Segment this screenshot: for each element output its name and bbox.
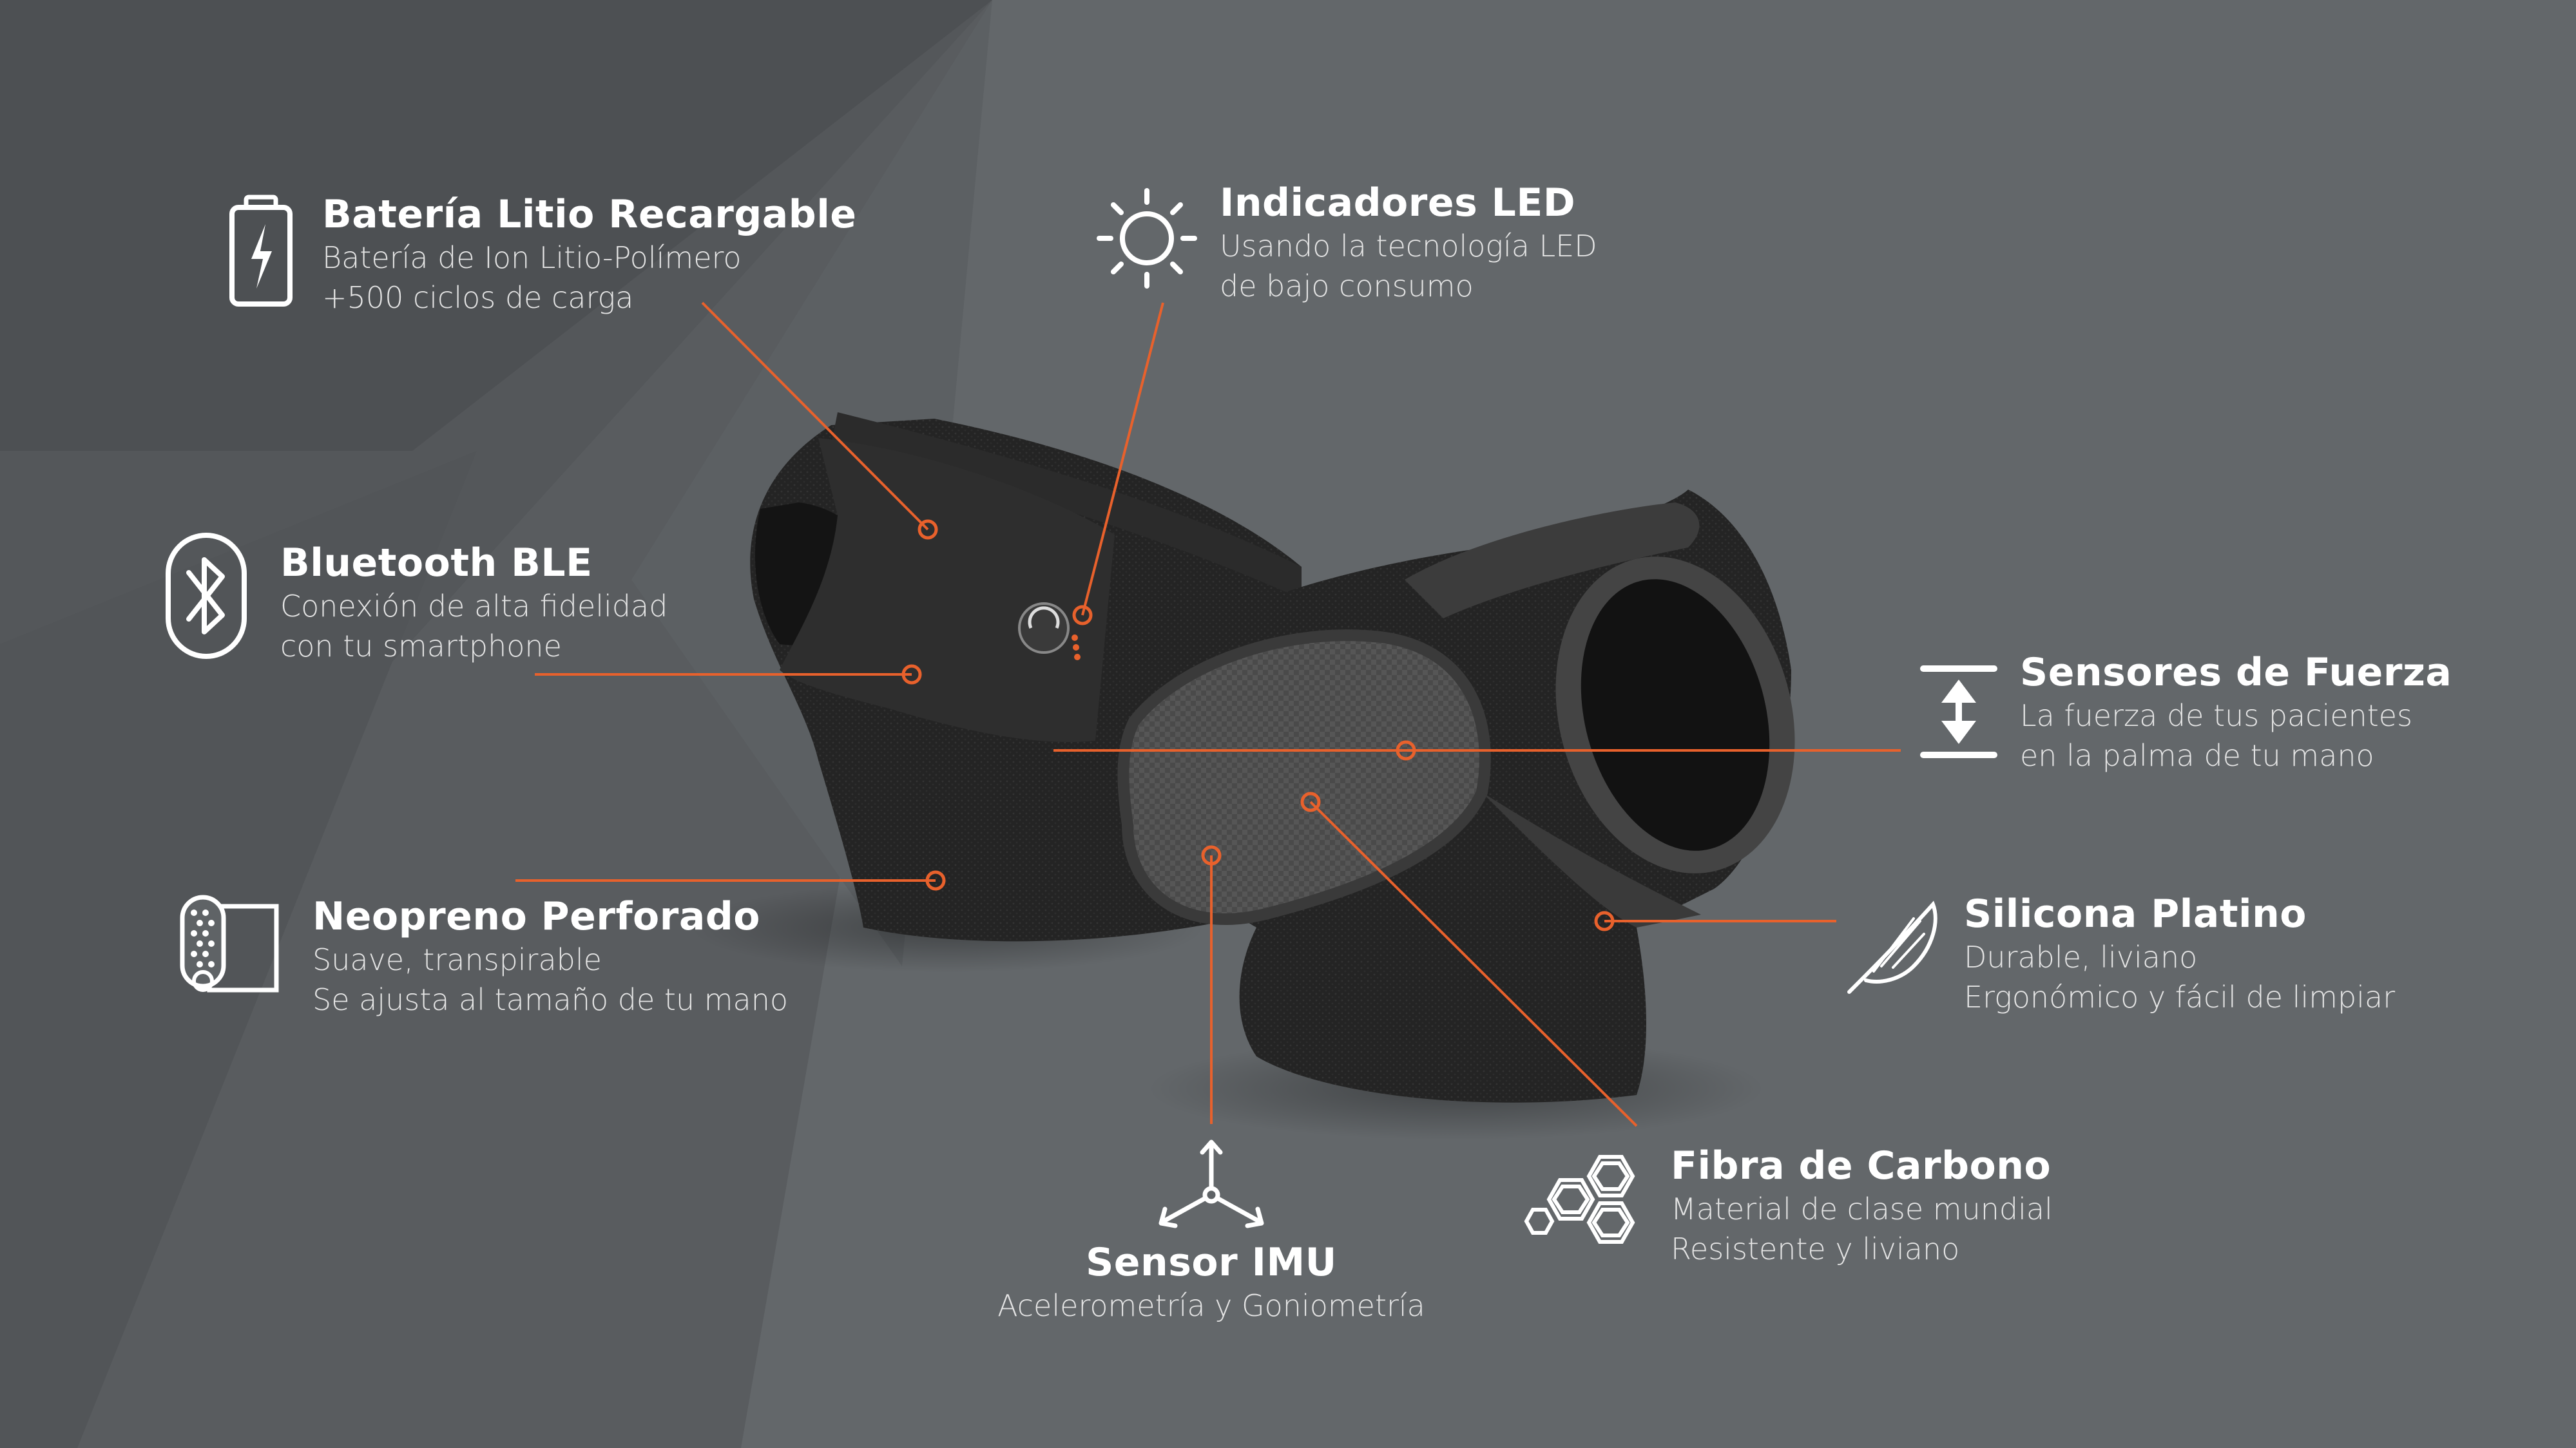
- feature-line: Se ajusta al tamaño de tu mano: [312, 982, 789, 1017]
- feature-line: Acelerometría y Goniometría: [997, 1288, 1425, 1323]
- feature-carbon: Fibra de Carbono Material de clase mundi…: [1671, 1143, 2053, 1269]
- feature-neoprene: Neopreno Perforado Suave, transpirable S…: [312, 893, 788, 1020]
- leader-lines: [515, 301, 1901, 1127]
- feature-line: Ergonómico y fácil de limpiar: [1964, 980, 2396, 1015]
- feature-title: Indicadores LED: [1220, 180, 1576, 225]
- right-device: [1117, 490, 1795, 1103]
- feature-line: Durable, liviano: [1964, 940, 2198, 975]
- feature-silicone: Silicona Platino Durable, liviano Ergonó…: [1964, 891, 2395, 1017]
- feature-line: Batería de Ion Litio-Polímero: [322, 240, 742, 275]
- feature-line: en la palma de tu mano: [2020, 738, 2374, 773]
- feature-title: Fibra de Carbono: [1671, 1143, 2052, 1188]
- feature-line: Usando la tecnología LED: [1220, 229, 1597, 263]
- feature-line: Conexión de alta fidelidad: [280, 589, 668, 624]
- feature-title: Sensor IMU: [1086, 1240, 1337, 1285]
- feature-led: Indicadores LED Usando la tecnología LED…: [1220, 180, 1597, 306]
- feature-line: con tu smartphone: [280, 629, 562, 663]
- hexagon-icon: [1524, 1155, 1635, 1244]
- feature-title: Neopreno Perforado: [312, 894, 761, 939]
- feature-line: Suave, transpirable: [312, 942, 602, 977]
- leader-dots: [901, 519, 1615, 931]
- feature-battery: Batería Litio Recargable Batería de Ion …: [322, 191, 856, 318]
- feature-line: Resistente y liviano: [1671, 1232, 1960, 1266]
- feature-title: Silicona Platino: [1964, 891, 2307, 937]
- battery-icon: [229, 195, 293, 307]
- feature-line: Material de clase mundial: [1671, 1192, 2053, 1226]
- feature-title: Sensores de Fuerza: [2020, 650, 2452, 695]
- feature-line: La fuerza de tus pacientes: [2020, 698, 2413, 733]
- feature-line: +500 ciclos de carga: [322, 280, 634, 315]
- feature-title: Batería Litio Recargable: [322, 192, 857, 237]
- feature-imu: Sensor IMU Acelerometría y Goniometría: [954, 1239, 1469, 1326]
- neoprene-icon: [180, 895, 279, 993]
- force-sensor-icon: [1920, 665, 1997, 758]
- feature-title: Bluetooth BLE: [280, 540, 593, 586]
- feature-bluetooth: Bluetooth BLE Conexión de alta fidelidad…: [280, 540, 668, 666]
- axes-icon: [1158, 1139, 1264, 1228]
- feature-force: Sensores de Fuerza La fuerza de tus paci…: [2020, 649, 2452, 776]
- feature-line: de bajo consumo: [1220, 269, 1474, 303]
- bluetooth-icon: [166, 533, 247, 659]
- sun-icon: [1097, 188, 1197, 289]
- feather-icon: [1847, 900, 1937, 994]
